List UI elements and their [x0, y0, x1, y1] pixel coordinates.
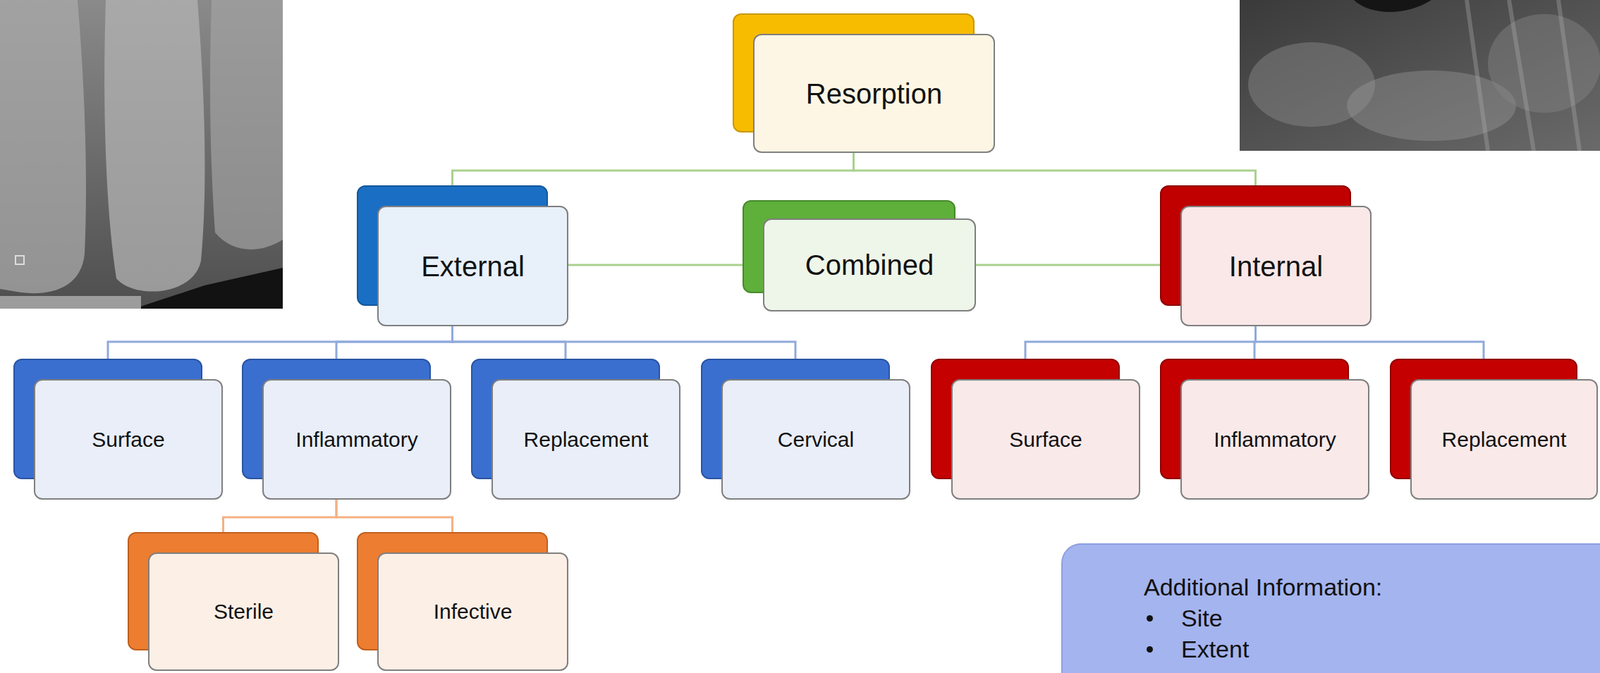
tooth-shape — [210, 0, 283, 250]
tree-connector — [975, 264, 1181, 267]
info-panel: Additional Information:SiteExtent — [1061, 543, 1600, 673]
category-box: Infective — [377, 552, 569, 672]
box-label: Replacement — [523, 427, 649, 453]
box-label: Inflammatory — [1213, 427, 1336, 453]
bone-texture — [1346, 70, 1517, 142]
radiograph-edge — [0, 296, 142, 309]
category-box: Internal — [1180, 205, 1372, 327]
bullet-text: Site — [1181, 602, 1223, 634]
panel-heading: Additional Information: — [1143, 571, 1383, 603]
bullet-dot — [1146, 646, 1153, 653]
box-label: Resorption — [805, 76, 943, 111]
category-box: Surface — [33, 379, 223, 500]
box-label: External — [420, 249, 525, 284]
bone-texture — [1487, 14, 1600, 113]
box-label: Combined — [805, 248, 934, 283]
category-box: Sterile — [148, 552, 340, 672]
radiograph-marker — [15, 255, 24, 265]
root-outline — [1466, 0, 1580, 151]
text-row: Extent — [1143, 633, 1249, 665]
category-box: Replacement — [491, 379, 681, 500]
tooth-shape — [104, 0, 205, 292]
radiograph-ground — [1239, 0, 1600, 151]
category-box: Cervical — [721, 379, 911, 500]
box-label: Inflammatory — [295, 427, 418, 453]
category-box: Resorption — [753, 33, 995, 154]
category-box: Replacement — [1410, 379, 1598, 500]
box-label: Surface — [1009, 427, 1082, 453]
radiograph-left — [0, 0, 283, 309]
radiograph-shadow — [133, 267, 283, 309]
radiograph-right — [1239, 0, 1600, 151]
box-label: Infective — [433, 599, 513, 625]
radiograph-shadow — [1353, 0, 1432, 12]
category-box: Combined — [762, 218, 976, 312]
tree-connector — [568, 264, 763, 267]
box-label: Internal — [1229, 249, 1323, 284]
text-row: Site — [1143, 602, 1223, 634]
text-row: Additional Information: — [1143, 571, 1383, 603]
bullet-dot — [1146, 615, 1153, 622]
category-box: Surface — [951, 379, 1141, 500]
bullet-text: Extent — [1181, 633, 1249, 665]
box-label: Surface — [91, 427, 165, 453]
box-label: Replacement — [1442, 427, 1567, 453]
category-box: Inflammatory — [1180, 379, 1370, 500]
radiograph-ground — [0, 0, 283, 309]
category-box: Inflammatory — [262, 379, 452, 500]
box-label: Cervical — [777, 427, 854, 453]
box-label: Sterile — [213, 599, 274, 625]
tooth-shape — [0, 0, 87, 294]
category-box: External — [377, 205, 569, 327]
